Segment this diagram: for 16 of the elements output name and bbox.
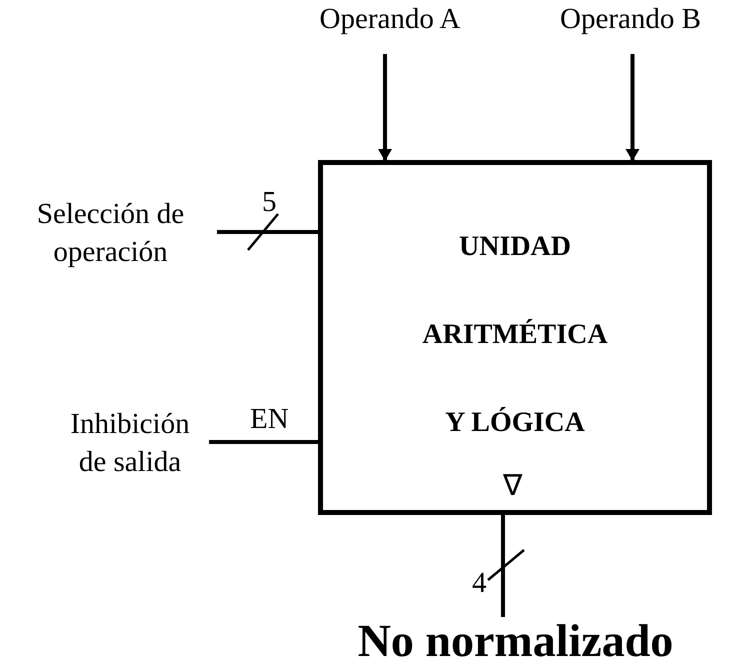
signal-name: Selección de operación <box>8 195 213 277</box>
signal-line <box>501 515 505 617</box>
arrow <box>626 54 640 161</box>
signal-line <box>217 230 318 234</box>
signal-name: Operando B <box>530 0 731 48</box>
alu-block <box>318 160 712 515</box>
signal-line <box>209 440 318 444</box>
signal-name: Inhibición de salida <box>55 405 205 487</box>
caption: No normalizado <box>356 615 674 667</box>
pin-label: EN <box>250 403 289 435</box>
pin-label: 4 <box>472 567 486 599</box>
pin-label: 5 <box>262 186 276 218</box>
block-title: UNIDAD ARITMÉTICA Y LÓGICA <box>421 230 609 440</box>
signal-name: Operando A <box>295 0 485 48</box>
arrow <box>378 54 392 161</box>
tristate-symbol: ∇ <box>503 470 522 502</box>
